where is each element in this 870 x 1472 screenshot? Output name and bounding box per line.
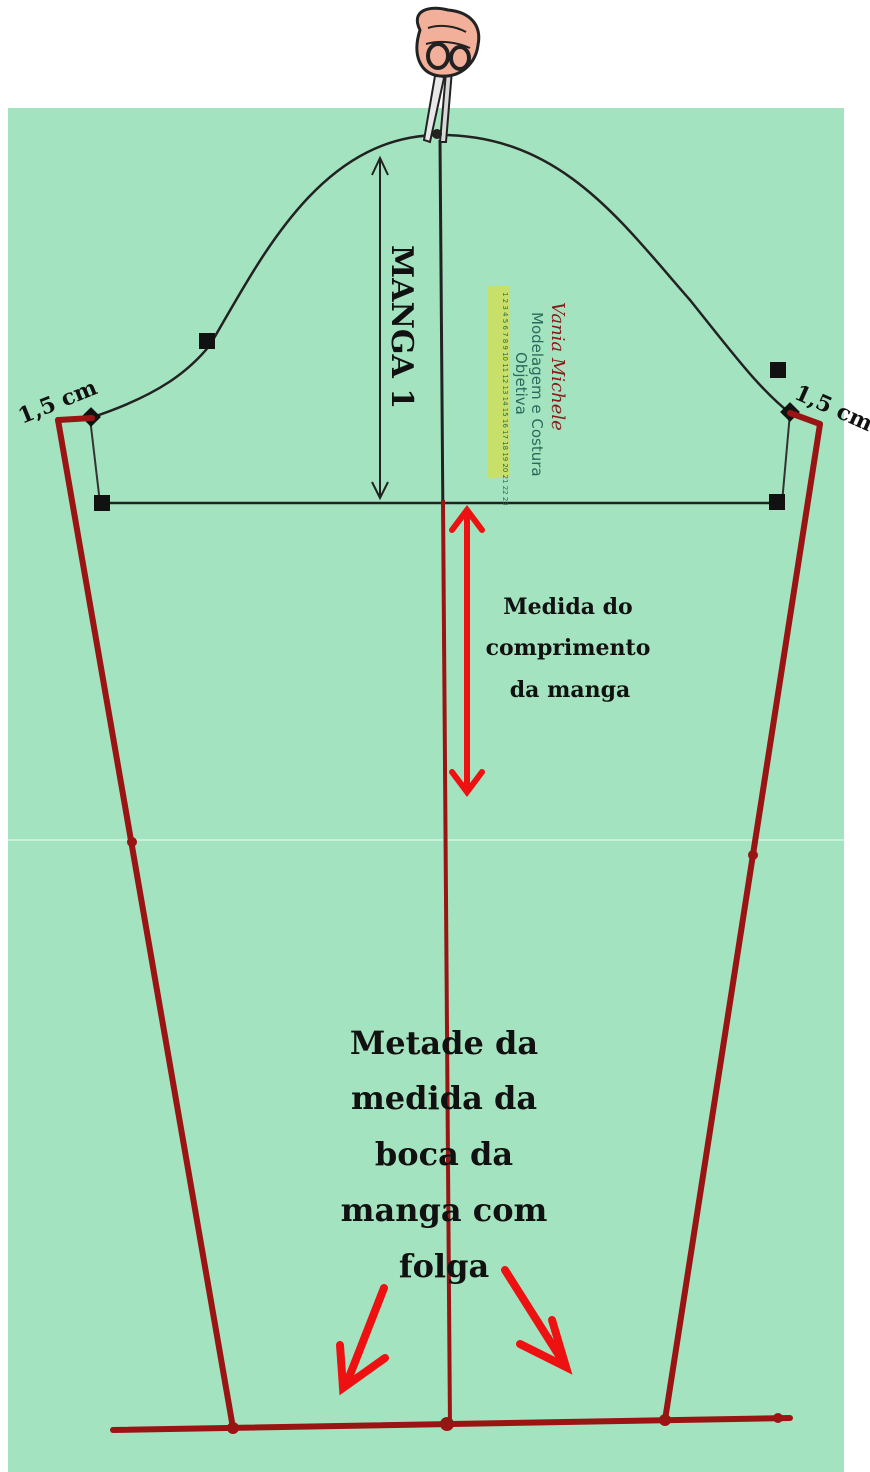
cuff-arrow-left-head — [336, 1341, 389, 1396]
sleeve-length-line-1: Medida do — [503, 594, 632, 620]
left-seam-line — [55, 417, 236, 1431]
cuff-label-line-4: manga com — [341, 1191, 548, 1229]
bicep-marker-right — [769, 494, 785, 510]
cuff-arrow-right — [501, 1266, 569, 1369]
left-margin-line — [55, 415, 95, 423]
right-margin-line — [787, 410, 823, 427]
left-elbow-point — [127, 837, 137, 847]
pattern-title-text: MANGA 1 — [384, 245, 419, 409]
cuff-label-line-2: medida da — [351, 1079, 537, 1117]
left-hem-point — [227, 1422, 239, 1434]
hem-end-point — [773, 1413, 783, 1423]
pattern-paper — [8, 108, 844, 1472]
right-hem-point — [659, 1414, 671, 1426]
cuff-label-line-1: Metade da — [350, 1024, 538, 1062]
cuff-arrow-right-head — [516, 1316, 573, 1375]
cuff-arrows — [336, 1266, 573, 1396]
logo-line-2: Objetiva — [512, 352, 530, 415]
center-grain-line-red — [441, 499, 452, 1429]
right-underarm-line — [781, 412, 791, 504]
sleeve-length-line-2: comprimento — [486, 635, 651, 661]
curve-marker-left — [199, 333, 215, 349]
sleeve-length-line-3: da manga — [510, 677, 630, 703]
center-hem-point — [440, 1417, 454, 1431]
logo-script: Vania Michele — [547, 302, 568, 431]
pattern-title: MANGA 1 — [384, 245, 419, 409]
scissors-hand-icon — [415, 6, 481, 144]
right-seam-line — [662, 421, 823, 1423]
cuff-label-line-5: folga — [399, 1247, 489, 1285]
cap-height-arrow-top — [371, 155, 389, 176]
cap-height-arrow-bottom — [371, 481, 389, 501]
right-elbow-point — [748, 850, 758, 860]
logo-ruler-digits: 1 2 3 4 5 6 7 8 9 10 11 12 13 14 15 16 1… — [501, 292, 509, 506]
curve-marker-right — [770, 362, 786, 378]
logo-line-1: Modelagem e Costura — [528, 312, 546, 477]
cuff-label-line-3: boca da — [375, 1135, 513, 1173]
sleeve-length-arrow — [449, 505, 485, 797]
logo-ruler — [488, 286, 510, 478]
sleeve-outline — [55, 410, 823, 1433]
left-underarm-line — [89, 417, 101, 504]
brand-logo: 1 2 3 4 5 6 7 8 9 10 11 12 13 14 15 16 1… — [488, 286, 568, 506]
cuff-label: Metade da medida da boca da manga com fo… — [341, 1024, 548, 1285]
sleeve-length-label: Medida do comprimento da manga — [486, 594, 651, 703]
bicep-marker-left — [94, 495, 110, 511]
cuff-arrow-left — [342, 1284, 388, 1389]
